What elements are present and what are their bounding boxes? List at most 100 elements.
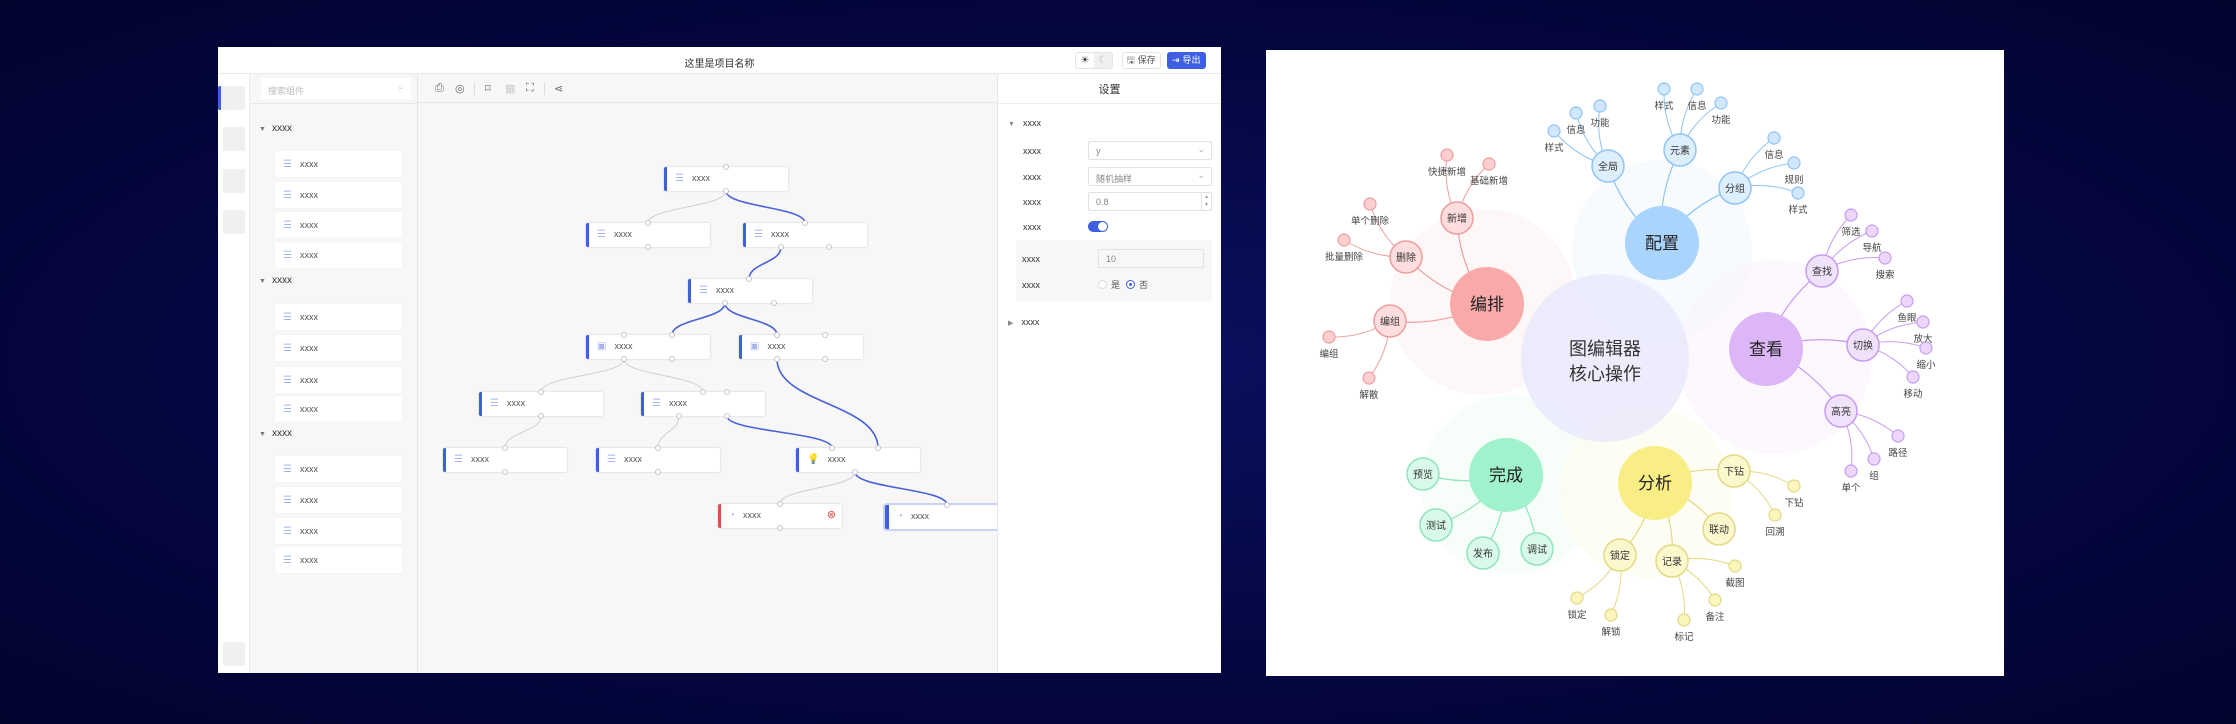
share-icon[interactable]: ⋖ <box>554 83 564 95</box>
edge[interactable] <box>504 415 542 449</box>
switch-toggle[interactable] <box>1088 221 1108 232</box>
section-header-collapsed[interactable]: ▶xxxx <box>1008 317 1039 327</box>
stepper-icon[interactable]: ▲▼ <box>1201 193 1211 210</box>
edge[interactable] <box>623 358 704 393</box>
sub-node[interactable] <box>1603 538 1637 572</box>
search-input[interactable]: 搜索组件⌕ <box>261 78 411 99</box>
sub-node[interactable] <box>1373 304 1407 338</box>
sub-node[interactable] <box>1846 328 1880 362</box>
edge[interactable] <box>540 358 625 393</box>
moon-icon[interactable]: ☾ <box>1094 53 1112 68</box>
section-header-expanded[interactable]: ▼xxxx <box>1008 118 1041 128</box>
analyze-category-node[interactable] <box>1618 446 1692 520</box>
leaf-node[interactable] <box>1440 148 1454 162</box>
center-node[interactable] <box>1521 274 1689 442</box>
leaf-node[interactable] <box>1593 99 1607 113</box>
edge[interactable] <box>647 190 727 224</box>
error-close-icon[interactable]: ⊗ <box>826 509 836 521</box>
rail-item[interactable] <box>223 210 245 234</box>
component-item[interactable]: ☰xxxx <box>275 151 402 177</box>
flow-node[interactable]: ☰xxxx <box>641 392 765 416</box>
flow-node[interactable]: ▣xxxx <box>586 335 710 359</box>
leaf-node[interactable] <box>1714 96 1728 110</box>
leaf-node[interactable] <box>1570 591 1584 605</box>
flow-node[interactable]: ☰xxxx <box>479 392 603 416</box>
sub-node[interactable] <box>1702 512 1736 546</box>
leaf-node[interactable] <box>1865 224 1879 238</box>
leaf-node[interactable] <box>1906 370 1920 384</box>
flow-node[interactable]: ☰xxxx <box>443 448 567 472</box>
edge-highlighted[interactable] <box>726 415 833 449</box>
sub-node[interactable] <box>1805 254 1839 288</box>
theme-toggle[interactable]: ☀ ☾ <box>1075 52 1113 69</box>
edge-highlighted[interactable] <box>854 471 948 506</box>
export-button[interactable]: ⇥导出 <box>1167 52 1206 69</box>
config-category-node[interactable] <box>1625 206 1699 280</box>
grid-icon[interactable]: ▦ <box>505 83 516 95</box>
text-input[interactable]: 10 <box>1098 249 1204 268</box>
flow-node[interactable]: ☰xxxx <box>664 167 788 191</box>
sub-node[interactable] <box>1520 532 1554 566</box>
leaf-node[interactable] <box>1322 330 1336 344</box>
edit-category-node[interactable] <box>1450 267 1524 341</box>
radio-circle[interactable] <box>1098 280 1107 289</box>
rail-item-bottom[interactable] <box>223 642 245 666</box>
sub-node[interactable] <box>1655 544 1689 578</box>
done-category-node[interactable] <box>1469 438 1543 512</box>
component-group-header[interactable]: ▼xxxx <box>259 275 292 286</box>
sub-node[interactable] <box>1440 201 1474 235</box>
component-item[interactable]: ☰xxxx <box>275 367 402 393</box>
fullscreen-icon[interactable]: ⛶ <box>526 82 534 94</box>
flow-node[interactable]: ▣xxxx <box>739 335 863 359</box>
leaf-node[interactable] <box>1916 315 1930 329</box>
leaf-node[interactable] <box>1362 371 1376 385</box>
flow-node[interactable]: ☰xxxx <box>688 279 812 303</box>
rail-item[interactable] <box>223 127 245 151</box>
component-item[interactable]: ☰xxxx <box>275 335 402 361</box>
leaf-node[interactable] <box>1787 156 1801 170</box>
leaf-node[interactable] <box>1791 186 1805 200</box>
view-category-node[interactable] <box>1729 312 1803 386</box>
fit-icon[interactable]: ⌑ <box>485 83 491 95</box>
flow-canvas[interactable]: ⎙ ◎ ⌑ ▦ ⛶ ⋖ ☰xxxx☰xxxx☰xxxx☰xxxx▣xxxx▣xx… <box>418 74 997 673</box>
sub-node[interactable] <box>1389 240 1423 274</box>
leaf-node[interactable] <box>1337 233 1351 247</box>
component-item[interactable]: ☰xxxx <box>275 396 402 422</box>
leaf-node[interactable] <box>1363 197 1377 211</box>
edge-highlighted[interactable] <box>748 246 782 280</box>
leaf-node[interactable] <box>1690 82 1704 96</box>
leaf-node[interactable] <box>1547 124 1561 138</box>
radio-no[interactable]: 否 <box>1126 278 1148 291</box>
save-button[interactable]: 🖫保存 <box>1122 52 1161 69</box>
leaf-node[interactable] <box>1482 157 1496 171</box>
rail-item[interactable] <box>223 169 245 193</box>
component-item[interactable]: ☰xxxx <box>275 518 402 544</box>
leaf-node[interactable] <box>1867 452 1881 466</box>
radio-yes[interactable]: 是 <box>1098 278 1120 291</box>
component-item[interactable]: ☰xxxx <box>275 547 402 573</box>
select-field[interactable]: y⌄ <box>1088 141 1212 160</box>
flow-node[interactable]: ☰xxxx <box>596 448 720 472</box>
leaf-node[interactable] <box>1768 508 1782 522</box>
leaf-node[interactable] <box>1677 613 1691 627</box>
component-item[interactable]: ☰xxxx <box>275 242 402 268</box>
component-item[interactable]: ☰xxxx <box>275 212 402 238</box>
flow-node-selected[interactable]: ◔xxxx <box>885 505 997 529</box>
component-group-header[interactable]: ▼xxxx <box>259 123 292 134</box>
leaf-node[interactable] <box>1767 131 1781 145</box>
radio-circle-selected[interactable] <box>1126 280 1135 289</box>
leaf-node[interactable] <box>1787 479 1801 493</box>
leaf-node[interactable] <box>1844 464 1858 478</box>
leaf-node[interactable] <box>1844 208 1858 222</box>
sampling-select[interactable]: 随机抽样⌄ <box>1088 167 1212 186</box>
component-item[interactable]: ☰xxxx <box>275 182 402 208</box>
leaf-node[interactable] <box>1900 294 1914 308</box>
edge[interactable] <box>657 415 680 449</box>
leaf-node[interactable] <box>1891 429 1905 443</box>
rail-item-components[interactable] <box>218 86 245 110</box>
number-input[interactable]: 0.8▲▼ <box>1088 192 1212 211</box>
sub-node[interactable] <box>1718 171 1752 205</box>
leaf-node[interactable] <box>1569 106 1583 120</box>
component-item[interactable]: ☰xxxx <box>275 487 402 513</box>
flow-node[interactable]: ☰xxxx <box>586 223 710 247</box>
